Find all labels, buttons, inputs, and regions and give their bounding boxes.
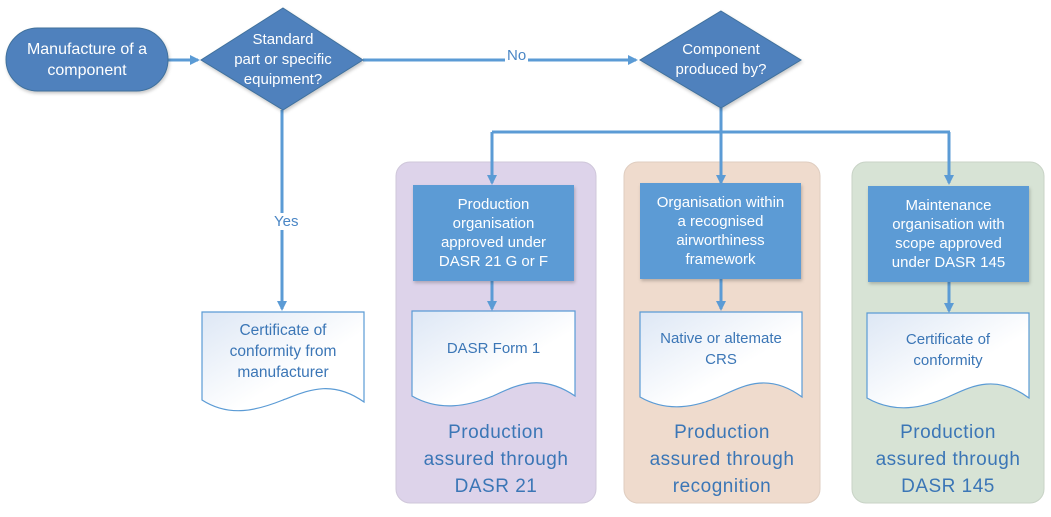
lane3-process-label: Maintenance organisation with scope appr… (868, 191, 1029, 277)
decision1-label: Standard part or specific equipment? (216, 28, 350, 92)
doc-line: Certificate of (239, 321, 327, 339)
edge-label-yes: Yes (272, 213, 301, 230)
document-manufacturer-certificate (201, 311, 365, 412)
doc-line: Certificate of (905, 331, 991, 348)
doc-line: manufacturer (237, 363, 329, 381)
decision1-line: part or specific (234, 51, 332, 68)
process-line: under DASR 145 (891, 254, 1006, 271)
decision2-line: produced by? (675, 61, 767, 78)
caption-line: DASR 21 (454, 475, 538, 497)
process-line: Production (457, 196, 530, 213)
doc-line: conformity from (229, 342, 337, 360)
decision1-line: Standard (252, 31, 314, 48)
lane1-caption: Production assured through DASR 21 (396, 417, 596, 501)
doc-line: conformity (913, 352, 983, 369)
process-line: approved under (440, 234, 547, 251)
process-line: Maintenance (905, 197, 992, 214)
edge-label-no: No (505, 47, 529, 64)
decision-standard-part (200, 7, 364, 111)
lane3-document-label: Certificate of conformity (867, 328, 1029, 372)
caption-line: recognition (672, 475, 772, 497)
caption-line: DASR 145 (901, 475, 995, 497)
caption-line: Production (674, 421, 770, 443)
start-text: Manufacture of a component (26, 41, 148, 79)
process-line: organisation (452, 215, 535, 232)
document-certificate-conformity (866, 312, 1030, 409)
caption-line: Production (900, 421, 996, 443)
caption-line: Production (448, 421, 544, 443)
document-dasr-form-1 (411, 310, 576, 407)
doc-manufacturer-label: Certificate of conformity from manufactu… (204, 318, 362, 384)
doc-line: Native or altemate (660, 330, 782, 347)
start-label: Manufacture of a component (14, 36, 160, 84)
process-production-organisation (413, 185, 574, 281)
lane2-process-label: Organisation within a recognised airwort… (640, 188, 801, 274)
process-line: Organisation within (656, 194, 785, 211)
caption-line: assured through (423, 448, 569, 470)
process-line: airworthiness (676, 232, 765, 249)
process-line: scope approved (895, 235, 1002, 252)
caption-line: assured through (875, 448, 1021, 470)
lane1-document-label: DASR Form 1 (412, 336, 575, 360)
caption-line: assured through (649, 448, 795, 470)
process-maintenance-organisation (868, 186, 1029, 282)
process-line: framework (685, 251, 756, 268)
decision1-line: equipment? (243, 71, 323, 88)
lane2-document-label: Native or altemate CRS (640, 327, 802, 371)
decision2-label: Component produced by? (655, 38, 787, 82)
process-line: organisation with (892, 216, 1005, 233)
decision-component-produced-by (639, 10, 802, 109)
process-line: DASR 21 G or F (438, 253, 549, 270)
process-line: a recognised (677, 213, 764, 230)
lane2-caption: Production assured through recognition (624, 417, 820, 501)
decision2-line: Component (682, 41, 760, 58)
lane3-caption: Production assured through DASR 145 (852, 417, 1044, 501)
start-terminal (5, 27, 169, 92)
doc-line: DASR Form 1 (446, 339, 541, 357)
doc-line: CRS (705, 351, 737, 368)
process-recognised-organisation (640, 183, 801, 279)
lane1-process-label: Production organisation approved under D… (413, 190, 574, 276)
document-native-crs (639, 311, 803, 408)
